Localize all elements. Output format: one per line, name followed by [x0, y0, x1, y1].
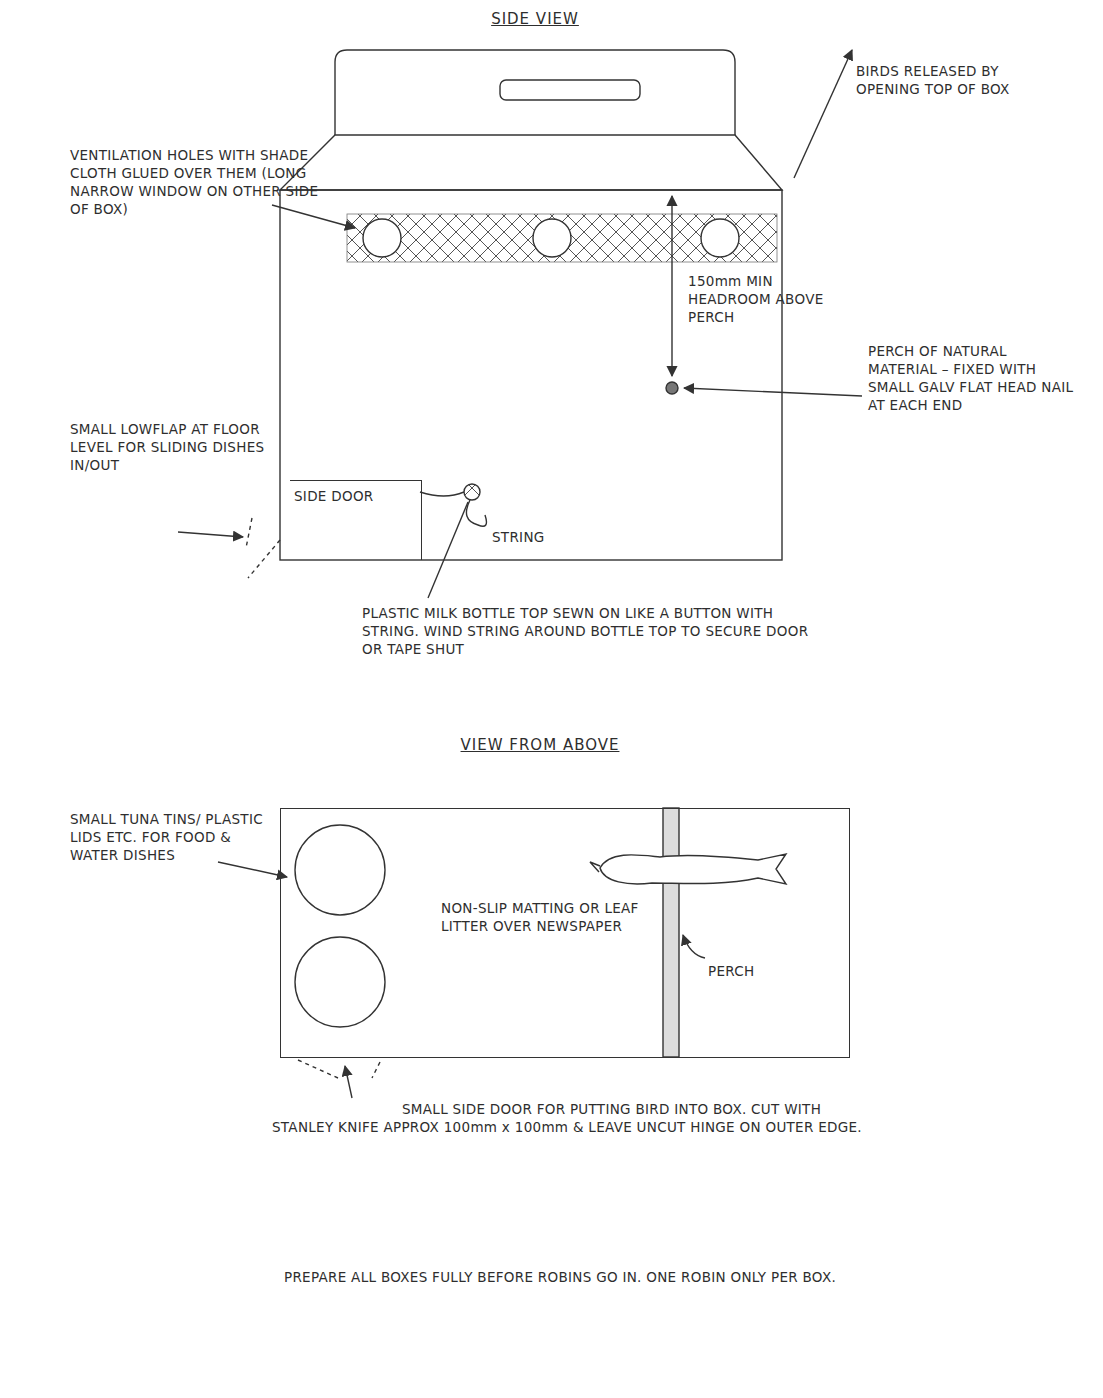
drawing-part	[178, 50, 862, 1098]
leader-line	[794, 50, 852, 178]
side-door: SIDE DOOR	[290, 480, 422, 560]
note: PLASTIC MILK BOTTLE TOP SEWN ON LIKE A B…	[362, 604, 812, 658]
note: SMALL SIDE DOOR FOR PUTTING BIRD INTO BO…	[272, 1100, 872, 1136]
leader-line	[683, 935, 705, 958]
note: BIRDS RELEASED BY OPENING TOP OF BOX	[856, 62, 1031, 98]
ventilation-hole	[363, 219, 401, 257]
dimension: 150mm MIN HEADROOM ABOVE PERCH	[688, 272, 838, 326]
string	[420, 492, 486, 526]
leader-line	[428, 502, 468, 598]
perch-bar	[663, 808, 679, 1057]
ventilation-hole	[533, 219, 571, 257]
note: SMALL TUNA TINS/ PLASTIC LIDS ETC. FOR F…	[70, 810, 265, 864]
note: SMALL LOWFLAP AT FLOOR LEVEL FOR SLIDING…	[70, 420, 270, 474]
top-view-box: NON-SLIP MATTING OR LEAF LITTER OVER NEW…	[280, 808, 850, 1058]
lowflap	[246, 518, 280, 578]
footer-note: PREPARE ALL BOXES FULLY BEFORE ROBINS GO…	[150, 1268, 970, 1286]
robin	[590, 854, 786, 884]
note: PERCH OF NATURAL MATERIAL – FIXED WITH S…	[868, 342, 1078, 414]
bottle-top	[464, 484, 480, 500]
part-name: PERCH	[708, 962, 798, 980]
handle-slot	[500, 80, 640, 100]
box-lid	[280, 135, 782, 190]
part-name: STRING	[492, 528, 582, 546]
box-body	[280, 190, 782, 560]
leader-line	[272, 205, 355, 228]
perch-end	[666, 382, 678, 394]
node-text: SIDE DOOR	[294, 487, 417, 505]
leader-line	[218, 862, 287, 877]
handle	[335, 50, 735, 135]
shade-cloth	[347, 214, 777, 262]
view-heading: VIEW FROM ABOVE	[430, 736, 650, 754]
side-door-cut	[298, 1060, 380, 1078]
headroom-dimension	[671, 196, 672, 376]
food-dish	[295, 825, 385, 915]
water-dish	[295, 937, 385, 1027]
leader-line	[345, 1066, 352, 1098]
leader-line	[684, 388, 862, 396]
ventilation-hole	[701, 219, 739, 257]
node-text: NON-SLIP MATTING OR LEAF LITTER OVER NEW…	[441, 899, 641, 935]
view-heading: SIDE VIEW	[455, 10, 615, 28]
leader-line	[178, 532, 243, 537]
note: VENTILATION HOLES WITH SHADE CLOTH GLUED…	[70, 146, 338, 218]
